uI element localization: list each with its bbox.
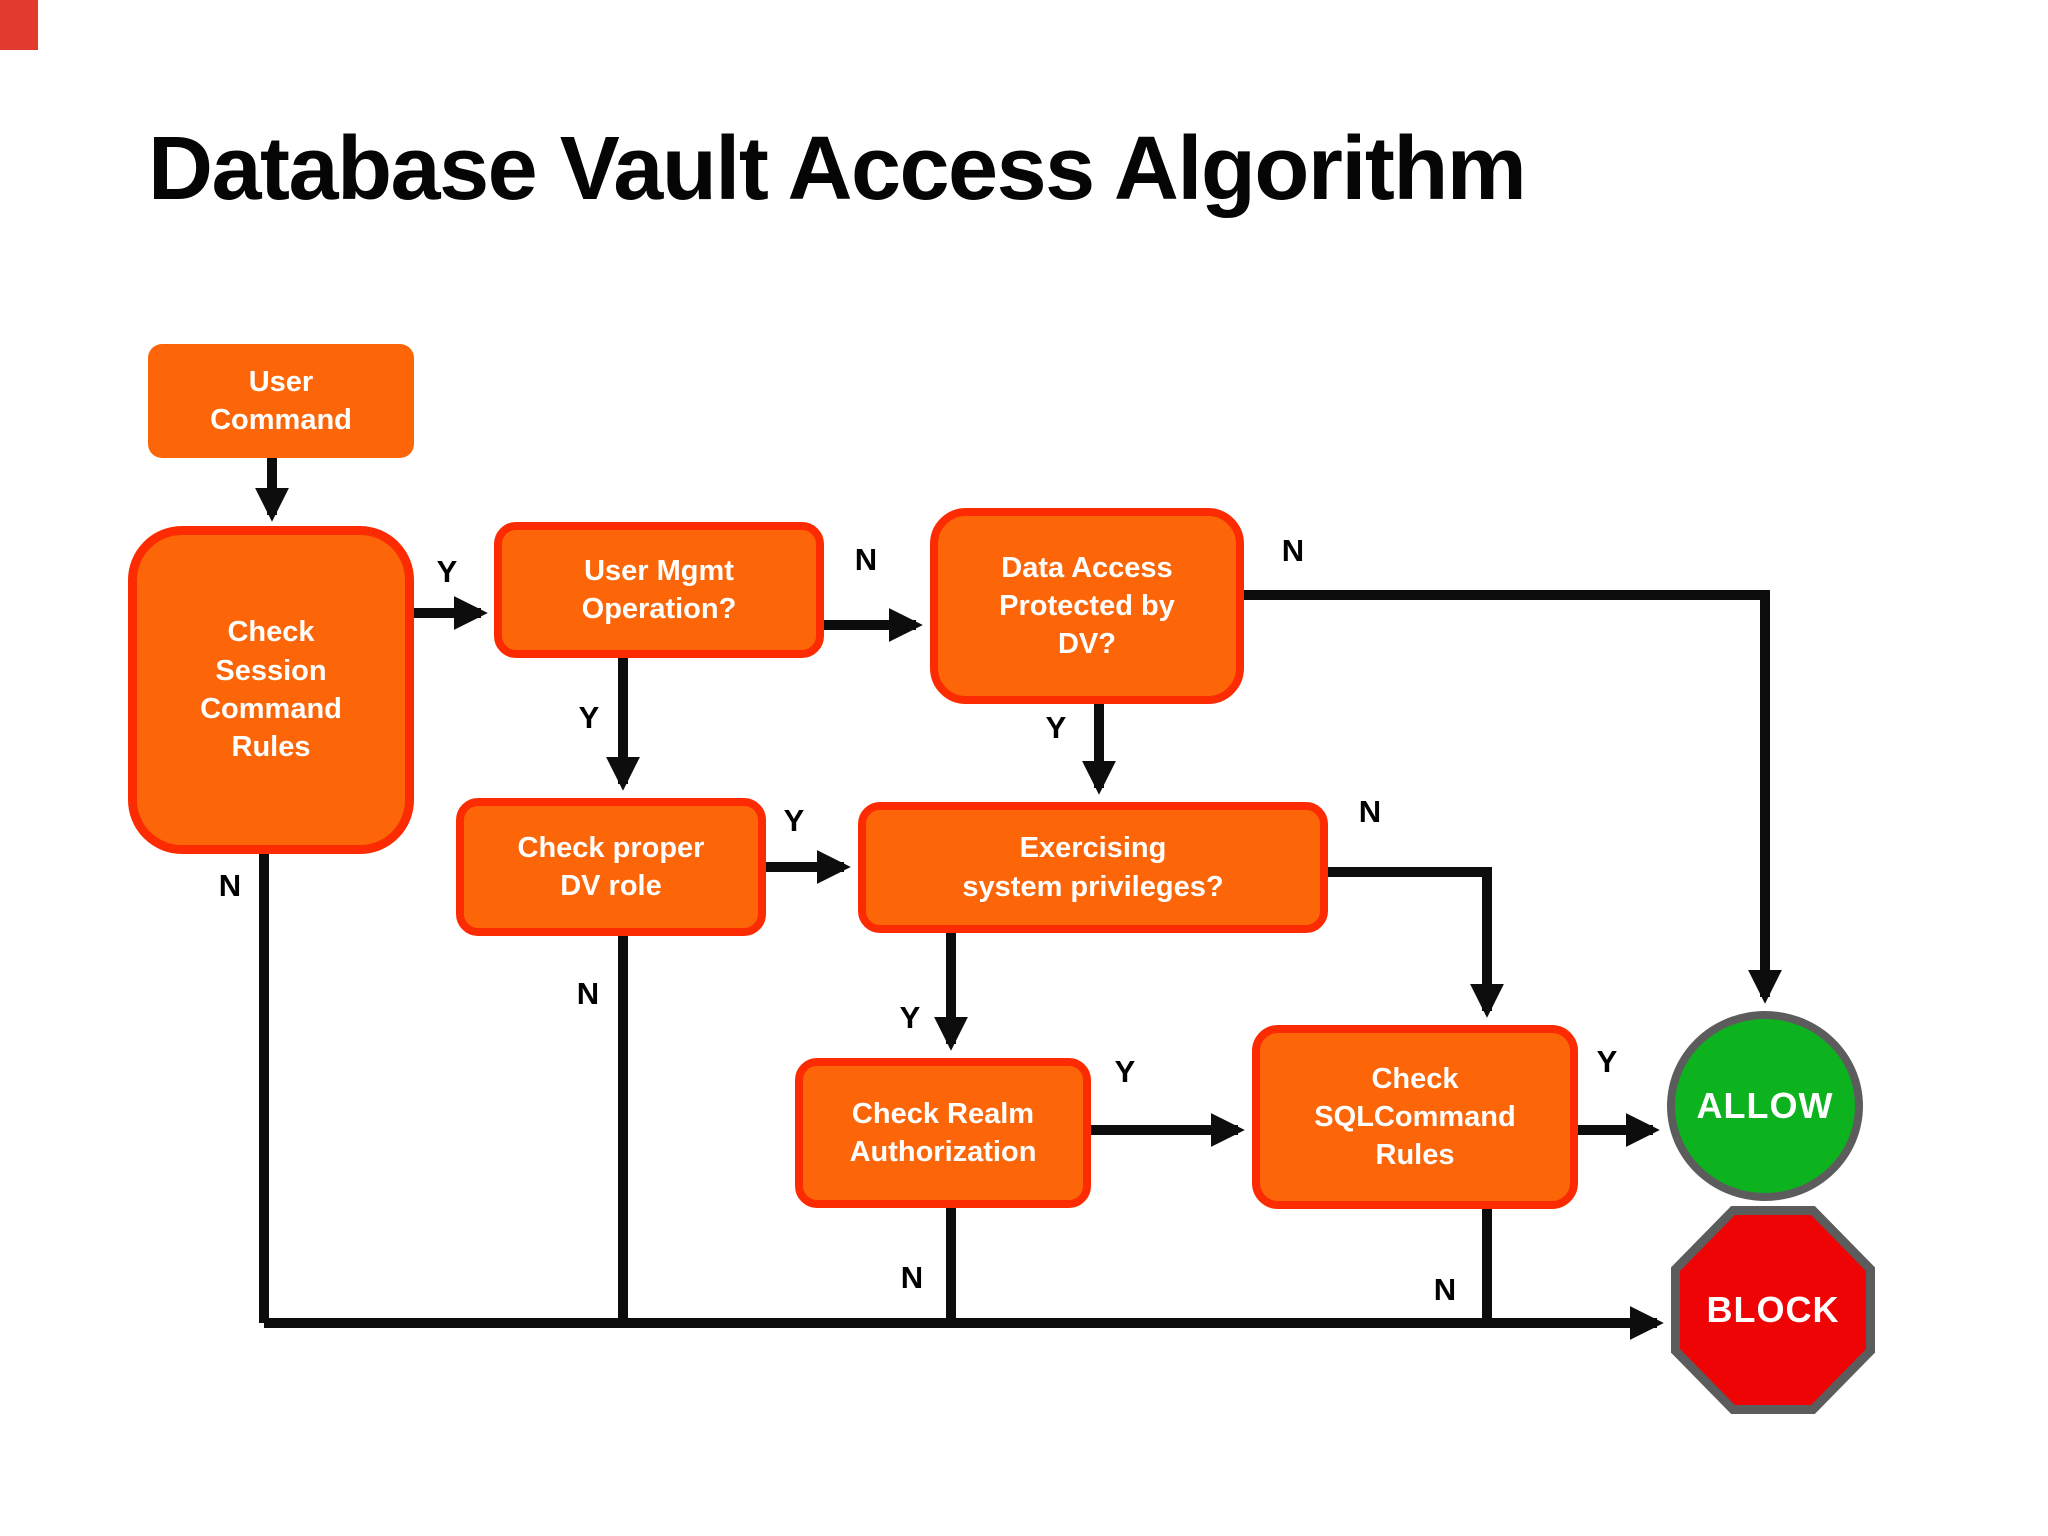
page-title: Database Vault Access Algorithm xyxy=(148,119,1527,219)
node-user-command: User Command xyxy=(148,344,414,458)
node-block: BLOCK xyxy=(1671,1206,1875,1414)
edge-dataaccess-to-allow-N xyxy=(1244,590,1783,1004)
edge-label-proper-no: N xyxy=(576,976,600,1011)
node-data-access-protected-by-dv: Data Access Protected by DV? xyxy=(930,508,1244,704)
edge-label-data-access-no: N xyxy=(1281,533,1305,568)
edge-label-realm-no: N xyxy=(900,1260,924,1295)
edge-label-data-access-yes: Y xyxy=(1045,710,1067,745)
edge-label-mgmt-no: N xyxy=(854,542,878,577)
edge-exercising-to-checksql-N xyxy=(1328,867,1505,1018)
edge-label-sql-no: N xyxy=(1433,1272,1457,1307)
node-check-proper-dv-role: Check proper DV role xyxy=(456,798,766,936)
edge-label-mgmt-yes: Y xyxy=(578,700,600,735)
edge-label-session-yes: Y xyxy=(436,554,458,589)
corner-artifact xyxy=(0,0,38,50)
edge-label-proper-yes: Y xyxy=(783,803,805,838)
edge-label-session-no: N xyxy=(218,868,242,903)
node-check-sqlcommand-rules: Check SQLCommand Rules xyxy=(1252,1025,1578,1209)
node-check-session-command-rules: Check Session Command Rules xyxy=(128,526,414,854)
node-block-face: BLOCK xyxy=(1680,1215,1866,1405)
node-exercising-system-privileges: Exercising system privileges? xyxy=(858,802,1328,933)
node-allow: ALLOW xyxy=(1667,1011,1863,1201)
edge-label-sql-yes: Y xyxy=(1596,1044,1618,1079)
node-check-realm-authorization: Check Realm Authorization xyxy=(795,1058,1091,1208)
node-user-mgmt-operation: User Mgmt Operation? xyxy=(494,522,824,658)
edge-label-exercising-no: N xyxy=(1358,794,1382,829)
edge-label-realm-yes: Y xyxy=(1114,1054,1136,1089)
edge-label-exercising-yes: Y xyxy=(899,1000,921,1035)
